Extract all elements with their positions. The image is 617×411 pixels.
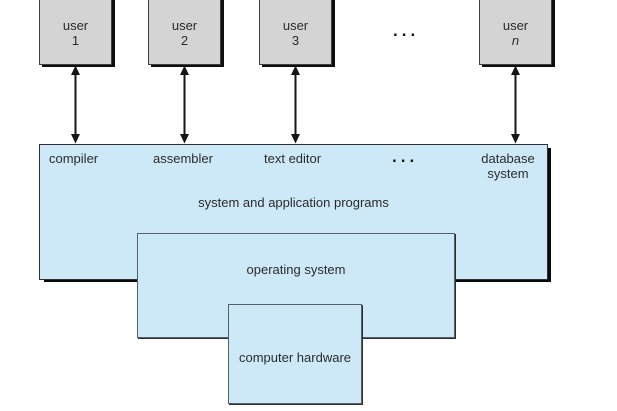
users-ellipsis: ... [393, 21, 420, 40]
user-2-label: user [171, 18, 198, 33]
program-database-system-label: database system [472, 151, 544, 181]
program-compiler-label: compiler [49, 151, 99, 166]
user-1-number: 1 [71, 33, 80, 48]
computer-hardware-caption: computer hardware [239, 350, 351, 365]
user-program-arrows [71, 65, 520, 144]
user-n-box: user n [479, 0, 552, 65]
computer-hardware-layer: computer hardware [228, 304, 362, 404]
database-label-line1: database [481, 151, 535, 166]
user-3-label: user [282, 18, 309, 33]
user-3-box: user 3 [259, 0, 332, 65]
system-apps-caption: system and application programs [198, 195, 389, 210]
operating-system-caption: operating system [246, 262, 346, 277]
bidirectional-arrow [511, 65, 520, 144]
user-n-number: n [511, 33, 520, 48]
bidirectional-arrow [180, 65, 189, 144]
programs-ellipsis: ... [392, 147, 419, 166]
user-1-label: user [62, 18, 89, 33]
program-assembler-label: assembler [153, 151, 213, 166]
user-2-box: user 2 [148, 0, 221, 65]
bidirectional-arrow [71, 65, 80, 144]
user-3-number: 3 [291, 33, 300, 48]
database-label-line2: system [487, 166, 529, 181]
user-1-box: user 1 [39, 0, 112, 65]
bidirectional-arrow [291, 65, 300, 144]
program-text-editor-label: text editor [264, 151, 322, 166]
user-2-number: 2 [180, 33, 189, 48]
user-n-label: user [502, 18, 529, 33]
